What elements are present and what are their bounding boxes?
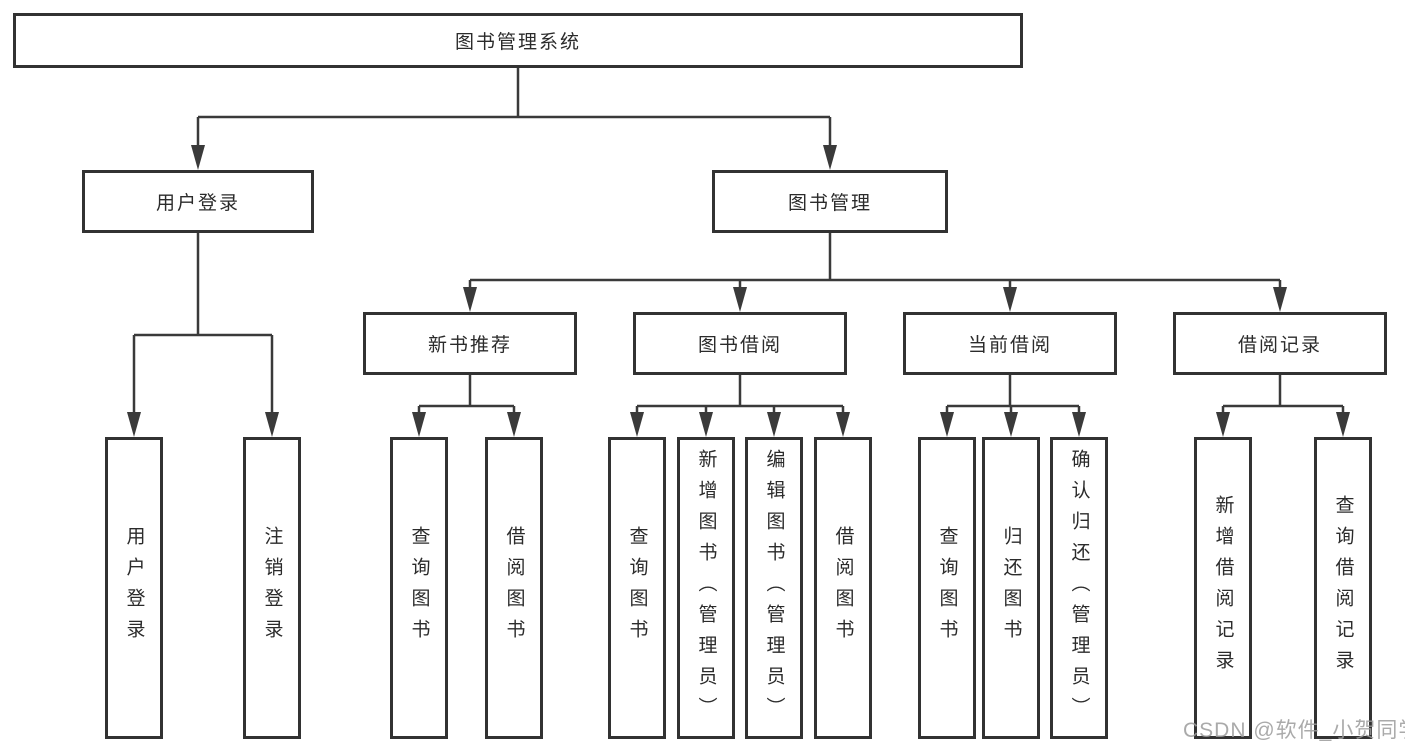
node-borrowing-records: 借阅记录 xyxy=(1173,312,1387,375)
node-label: 借阅图书 xyxy=(503,526,525,650)
node-borrow-books: 借阅图书 xyxy=(814,437,872,739)
node-book-borrowing: 图书借阅 xyxy=(633,312,847,375)
arrowhead xyxy=(767,412,781,437)
node-borrow-books-recommend: 借阅图书 xyxy=(485,437,543,739)
node-logout-action: 注销登录 xyxy=(243,437,301,739)
node-query-books-recommend: 查询图书 xyxy=(390,437,448,739)
node-edit-books-admin: 编辑图书（管理员） xyxy=(745,437,803,739)
arrowhead xyxy=(630,412,644,437)
watermark: CSDN @软件_小贺同学 xyxy=(1183,719,1405,742)
arrowhead xyxy=(265,412,279,437)
node-query-books-borrow: 查询图书 xyxy=(608,437,666,739)
node-label: 确认归还（管理员） xyxy=(1068,448,1090,728)
node-add-borrow-record: 新增借阅记录 xyxy=(1194,437,1252,739)
node-label: 注销登录 xyxy=(261,526,283,650)
node-query-books-current: 查询图书 xyxy=(918,437,976,739)
node-label: 新增借阅记录 xyxy=(1212,495,1234,681)
arrowhead xyxy=(1216,412,1230,437)
node-label: 查询图书 xyxy=(626,526,648,650)
arrowhead xyxy=(1003,287,1017,312)
arrowhead xyxy=(1336,412,1350,437)
node-label: 归还图书 xyxy=(1000,526,1022,650)
node-label: 借阅图书 xyxy=(832,526,854,650)
arrowhead xyxy=(940,412,954,437)
arrowhead xyxy=(1273,287,1287,312)
arrowhead xyxy=(463,287,477,312)
node-return-books: 归还图书 xyxy=(982,437,1040,739)
node-current-borrowing: 当前借阅 xyxy=(903,312,1117,375)
arrowhead xyxy=(836,412,850,437)
node-query-borrow-record: 查询借阅记录 xyxy=(1314,437,1372,739)
node-label: 新增图书（管理员） xyxy=(695,448,717,728)
arrowhead xyxy=(1004,412,1018,437)
node-label: 查询借阅记录 xyxy=(1332,495,1354,681)
arrowhead xyxy=(699,412,713,437)
arrowhead xyxy=(1072,412,1086,437)
node-new-book-recommend: 新书推荐 xyxy=(363,312,577,375)
node-add-books-admin: 新增图书（管理员） xyxy=(677,437,735,739)
arrowhead xyxy=(733,287,747,312)
arrowhead xyxy=(191,145,205,170)
arrowhead xyxy=(507,412,521,437)
arrowhead xyxy=(823,145,837,170)
node-label: 编辑图书（管理员） xyxy=(763,448,785,728)
node-label: 用户登录 xyxy=(123,526,145,650)
arrowhead xyxy=(127,412,141,437)
arrowhead xyxy=(412,412,426,437)
node-library-system: 图书管理系统 xyxy=(13,13,1023,68)
node-user-login-action: 用户登录 xyxy=(105,437,163,739)
node-user-login: 用户登录 xyxy=(82,170,314,233)
node-label: 查询图书 xyxy=(408,526,430,650)
node-label: 查询图书 xyxy=(936,526,958,650)
node-confirm-return-admin: 确认归还（管理员） xyxy=(1050,437,1108,739)
node-book-management: 图书管理 xyxy=(712,170,948,233)
